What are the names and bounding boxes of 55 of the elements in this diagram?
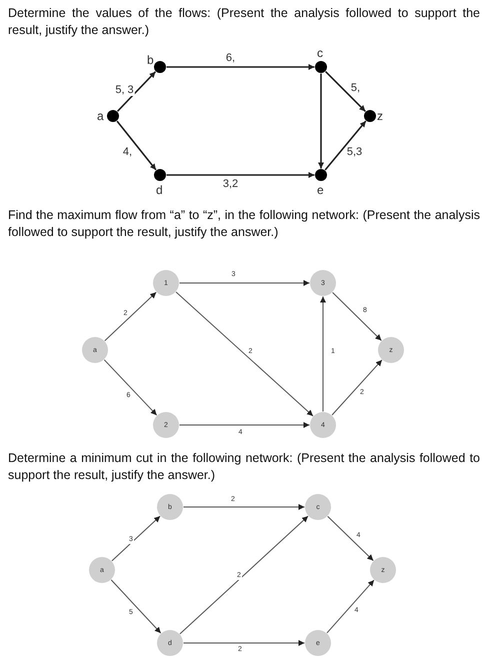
arrow [324,120,366,171]
vertex-dot [154,61,166,73]
vertex-dot [364,110,376,122]
arrow [179,422,310,428]
vertex-label: b [147,54,154,66]
arrow [320,296,326,412]
vertex-dot [154,169,166,181]
arrow [326,580,375,634]
arrow [183,640,305,646]
vertex-label: a [97,110,104,122]
edge-label: 4, [122,146,134,158]
vertex-circle [370,557,396,583]
question-text: Determine the values of the flows: (Present the analysis followed to support the result, justify the answer.) [8,5,480,39]
vertex-label: e [317,184,324,196]
vertex-circle [82,337,108,363]
arrow [179,280,310,286]
arrow [166,64,314,70]
arrow [116,120,157,170]
vertex-circle [89,557,115,583]
vertex-circle [305,494,331,520]
arrow [179,516,309,634]
vertex-dot [315,169,327,181]
arrow [332,360,382,416]
vertex-circle [157,494,183,520]
arrow [327,516,374,562]
vertex-circle [153,412,179,438]
arrow [332,292,382,342]
vertex-dot [315,61,327,73]
arrow [318,74,324,168]
vertex-dot [107,110,119,122]
edge-label: 6, [224,52,236,64]
vertex-circle [378,337,404,363]
arrow [325,71,366,112]
edge-label: 5, [350,82,362,94]
arrow [104,359,158,416]
edge-label: 5,3 [346,146,364,158]
question-text: Determine a minimum cut in the following network: (Present the analysis followed to support the result, justify the answer.) [8,450,480,484]
arrow [111,516,161,562]
arrow [176,292,314,416]
edge-label: 3,2 [222,178,240,190]
arrow [166,172,314,178]
vertex-circle [305,630,331,656]
vertex-label: d [156,184,163,196]
vertex-circle [153,270,179,296]
question-text: Find the maximum flow from “a” to “z”, in the following network: (Present the analysis followed to support the result, justify the answer.) [8,207,480,241]
vertex-circle [157,630,183,656]
vertex-label: c [317,47,323,59]
vertex-circle [310,412,336,438]
edge-label: 5, 3 [114,84,135,96]
arrow [110,579,162,634]
vertex-label: z [377,110,383,122]
arrow [104,292,157,342]
vertex-circle [310,270,336,296]
arrow [183,504,305,510]
arrow [116,71,156,112]
